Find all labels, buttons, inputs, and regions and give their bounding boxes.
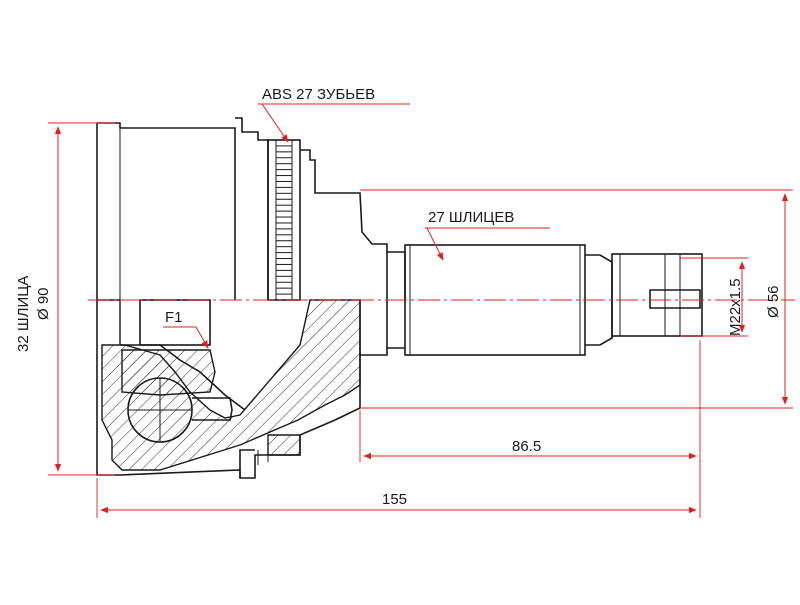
dim-155: 155	[96, 460, 701, 518]
right-diameter-label: Ø 56	[765, 285, 782, 318]
left-diameter-label: Ø 90	[35, 287, 52, 320]
abs-ring	[267, 139, 301, 301]
housing	[96, 117, 269, 300]
abs-callout: ABS 27 ЗУБЬЕВ	[258, 86, 410, 143]
f1-callout: F1	[163, 309, 209, 349]
dim-155-label: 155	[382, 491, 407, 508]
dim-right: Ø 56	[360, 189, 793, 409]
dim-left: 32 ШЛИЦА Ø 90	[15, 122, 115, 476]
thread-label: M22x1.5	[727, 278, 744, 336]
dim-86-label: 86.5	[512, 438, 541, 455]
keyway	[649, 289, 701, 309]
splines-callout: 27 ШЛИЦЕВ	[425, 209, 550, 261]
abs-label: ABS 27 ЗУБЬЕВ	[262, 86, 375, 103]
section-view	[96, 299, 361, 479]
f1-label: F1	[165, 309, 183, 326]
dim-thread: M22x1.5	[680, 257, 748, 337]
left-splines-label: 32 ШЛИЦА	[15, 276, 32, 352]
dim-86: 86.5	[359, 340, 701, 462]
thread-section	[611, 253, 703, 337]
splines-label: 27 ШЛИЦЕВ	[428, 209, 514, 226]
